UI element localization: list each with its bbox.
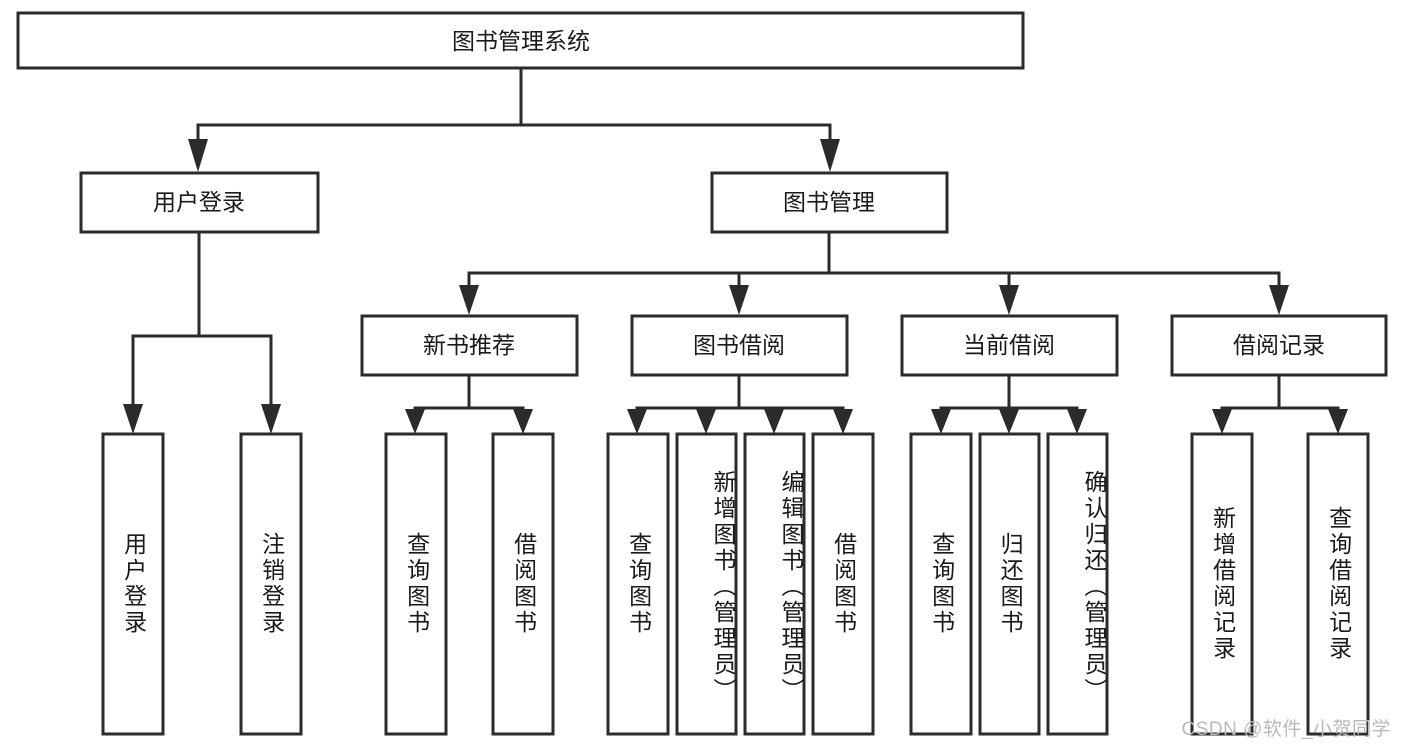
arrow-head-br-add-record (1212, 409, 1232, 434)
arrow-head-book-management (820, 139, 840, 172)
node-new-book-recommend[interactable] (360, 314, 579, 377)
node-leaf-cb-query-book[interactable] (909, 432, 973, 736)
arrow-head-bb-query-book (627, 409, 647, 434)
node-book-management[interactable] (710, 171, 949, 234)
node-book-borrow-label: 图书借阅 (693, 332, 785, 358)
node-root-label: 图书管理系统 (452, 28, 590, 54)
node-book-borrow[interactable] (630, 314, 849, 377)
arrow-head-nbr-borrow-book (513, 409, 533, 434)
node-leaf-user-login[interactable] (101, 432, 165, 736)
node-borrow-records[interactable] (1170, 314, 1388, 377)
arrow-head-nbr-query-book (405, 409, 425, 434)
node-leaf-bb-borrow-book[interactable] (811, 432, 875, 736)
node-leaf-nbr-borrow-book[interactable] (491, 432, 555, 736)
arrow-head-cb-query-book (931, 409, 951, 434)
node-leaf-br-query-record[interactable] (1306, 432, 1370, 736)
node-leaf-bb-query-book[interactable] (606, 432, 670, 736)
node-current-borrow-label: 当前借阅 (963, 332, 1055, 358)
arrow-head-bb-borrow-book (833, 409, 853, 434)
arrow-head-cb-confirm-return (1067, 409, 1087, 434)
node-book-management-label: 图书管理 (783, 189, 875, 215)
arrow-head-bb-edit-book (764, 409, 784, 434)
arrow-head-cb-return-book (999, 409, 1019, 434)
arrow-head-current-borrow (999, 285, 1019, 315)
arrow-head-book-borrow (729, 285, 749, 315)
arrow-head-new-book-recommend (459, 285, 479, 315)
node-leaf-nbr-query-book[interactable] (384, 432, 448, 736)
arrow-head-bb-add-book (696, 409, 716, 434)
node-leaf-logout[interactable] (239, 432, 303, 736)
arrow-head-leaf-user-login (123, 404, 143, 434)
node-new-book-recommend-label: 新书推荐 (423, 332, 515, 358)
node-leaf-cb-return-book[interactable] (978, 432, 1041, 736)
arrow-head-br-query-record (1328, 409, 1348, 434)
arrow-head-leaf-logout (261, 404, 281, 434)
node-leaf-br-add-record[interactable] (1190, 432, 1254, 736)
arrow-head-borrow-records (1269, 285, 1289, 315)
node-leaf-cb-confirm-return[interactable] (1046, 432, 1109, 736)
node-leaf-bb-add-book[interactable] (675, 432, 738, 736)
node-root-book-management-system[interactable] (16, 11, 1025, 70)
node-leaf-bb-edit-book[interactable] (743, 432, 806, 736)
node-current-borrow[interactable] (900, 314, 1119, 377)
node-user-login-label: 用户登录 (153, 189, 245, 215)
node-borrow-records-label: 借阅记录 (1233, 332, 1325, 358)
arrow-head-user-login (188, 139, 208, 172)
